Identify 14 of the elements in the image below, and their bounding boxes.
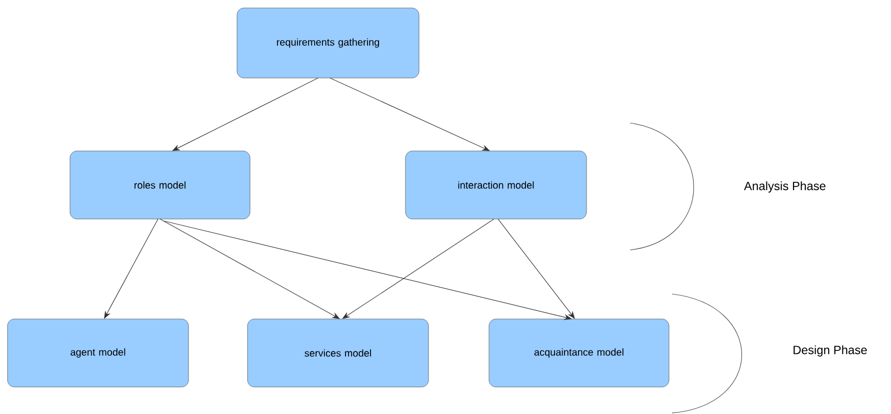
arrow bbox=[104, 218, 158, 319]
arrow bbox=[342, 218, 494, 319]
arrow bbox=[160, 218, 340, 319]
process-box: requirements gathering bbox=[236, 8, 420, 78]
arrow bbox=[330, 78, 490, 151]
process-box: interaction model bbox=[405, 150, 587, 220]
phase-label: Design Phase bbox=[794, 345, 867, 357]
process-box: acquaintance model bbox=[488, 318, 670, 388]
process-box: roles model bbox=[70, 150, 250, 220]
arrow bbox=[498, 218, 575, 319]
process-box: agent model bbox=[7, 318, 189, 388]
process-box: services model bbox=[247, 318, 429, 388]
arrow bbox=[172, 78, 318, 151]
phase-label: Analysis Phase bbox=[744, 181, 826, 193]
